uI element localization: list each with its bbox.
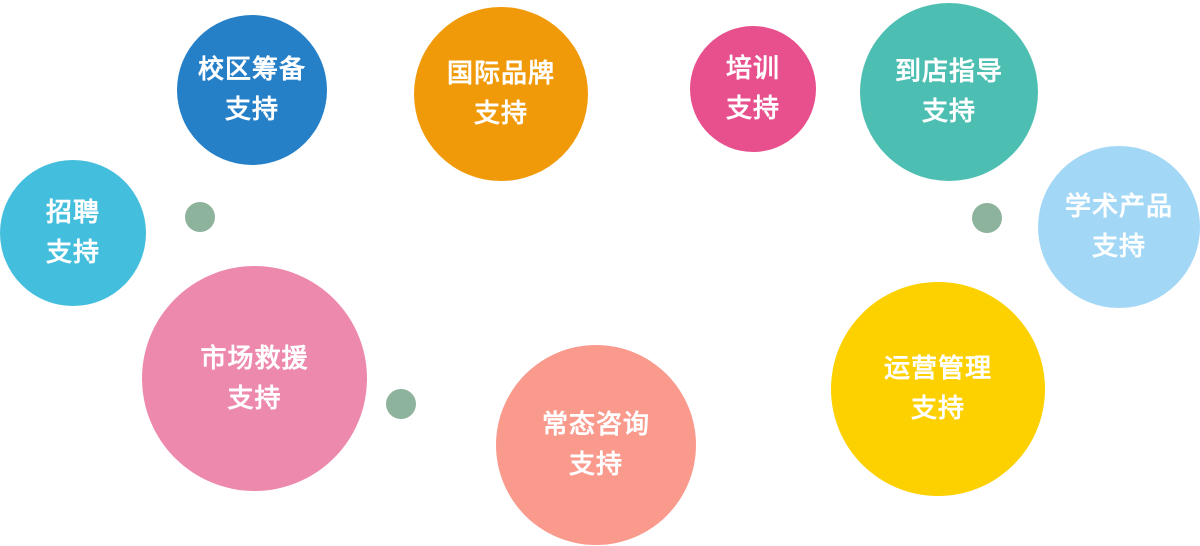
onsite-guidance-bubble: 到店指导 支持 bbox=[860, 3, 1038, 181]
decorative-dot bbox=[972, 203, 1002, 233]
bubble-subtitle: 支持 bbox=[910, 394, 965, 424]
bubble-subtitle: 支持 bbox=[227, 383, 282, 414]
training-bubble: 培训 支持 bbox=[690, 26, 816, 152]
bubble-title: 市场救援 bbox=[200, 343, 309, 374]
bubble-title: 到店指导 bbox=[894, 57, 1003, 87]
bubble-subtitle: 支持 bbox=[45, 238, 100, 268]
bubble-subtitle: 支持 bbox=[568, 450, 623, 480]
bubble-subtitle: 支持 bbox=[725, 94, 780, 124]
bubble-title: 运营管理 bbox=[883, 354, 992, 384]
recruitment-bubble: 招聘 支持 bbox=[0, 160, 146, 306]
bubble-title: 学术产品 bbox=[1064, 192, 1173, 222]
decorative-dot bbox=[185, 202, 215, 232]
operations-bubble: 运营管理 支持 bbox=[831, 282, 1045, 496]
decorative-dot bbox=[386, 389, 416, 419]
market-rescue-bubble: 市场救援 支持 bbox=[142, 266, 367, 491]
academic-products-bubble: 学术产品 支持 bbox=[1038, 146, 1200, 308]
bubble-subtitle: 支持 bbox=[473, 99, 528, 129]
bubble-title: 国际品牌 bbox=[446, 59, 555, 89]
bubble-subtitle: 支持 bbox=[224, 95, 279, 125]
bubble-subtitle: 支持 bbox=[1091, 232, 1146, 262]
intl-brand-bubble: 国际品牌 支持 bbox=[414, 7, 588, 181]
bubble-title: 招聘 bbox=[45, 198, 100, 228]
campus-prep-bubble: 校区筹备 支持 bbox=[177, 15, 327, 165]
bubble-title: 常态咨询 bbox=[541, 410, 650, 440]
bubble-subtitle: 支持 bbox=[921, 97, 976, 127]
bubble-title: 培训 bbox=[725, 54, 780, 84]
bubble-title: 校区筹备 bbox=[197, 55, 306, 85]
consulting-bubble: 常态咨询 支持 bbox=[496, 345, 696, 545]
